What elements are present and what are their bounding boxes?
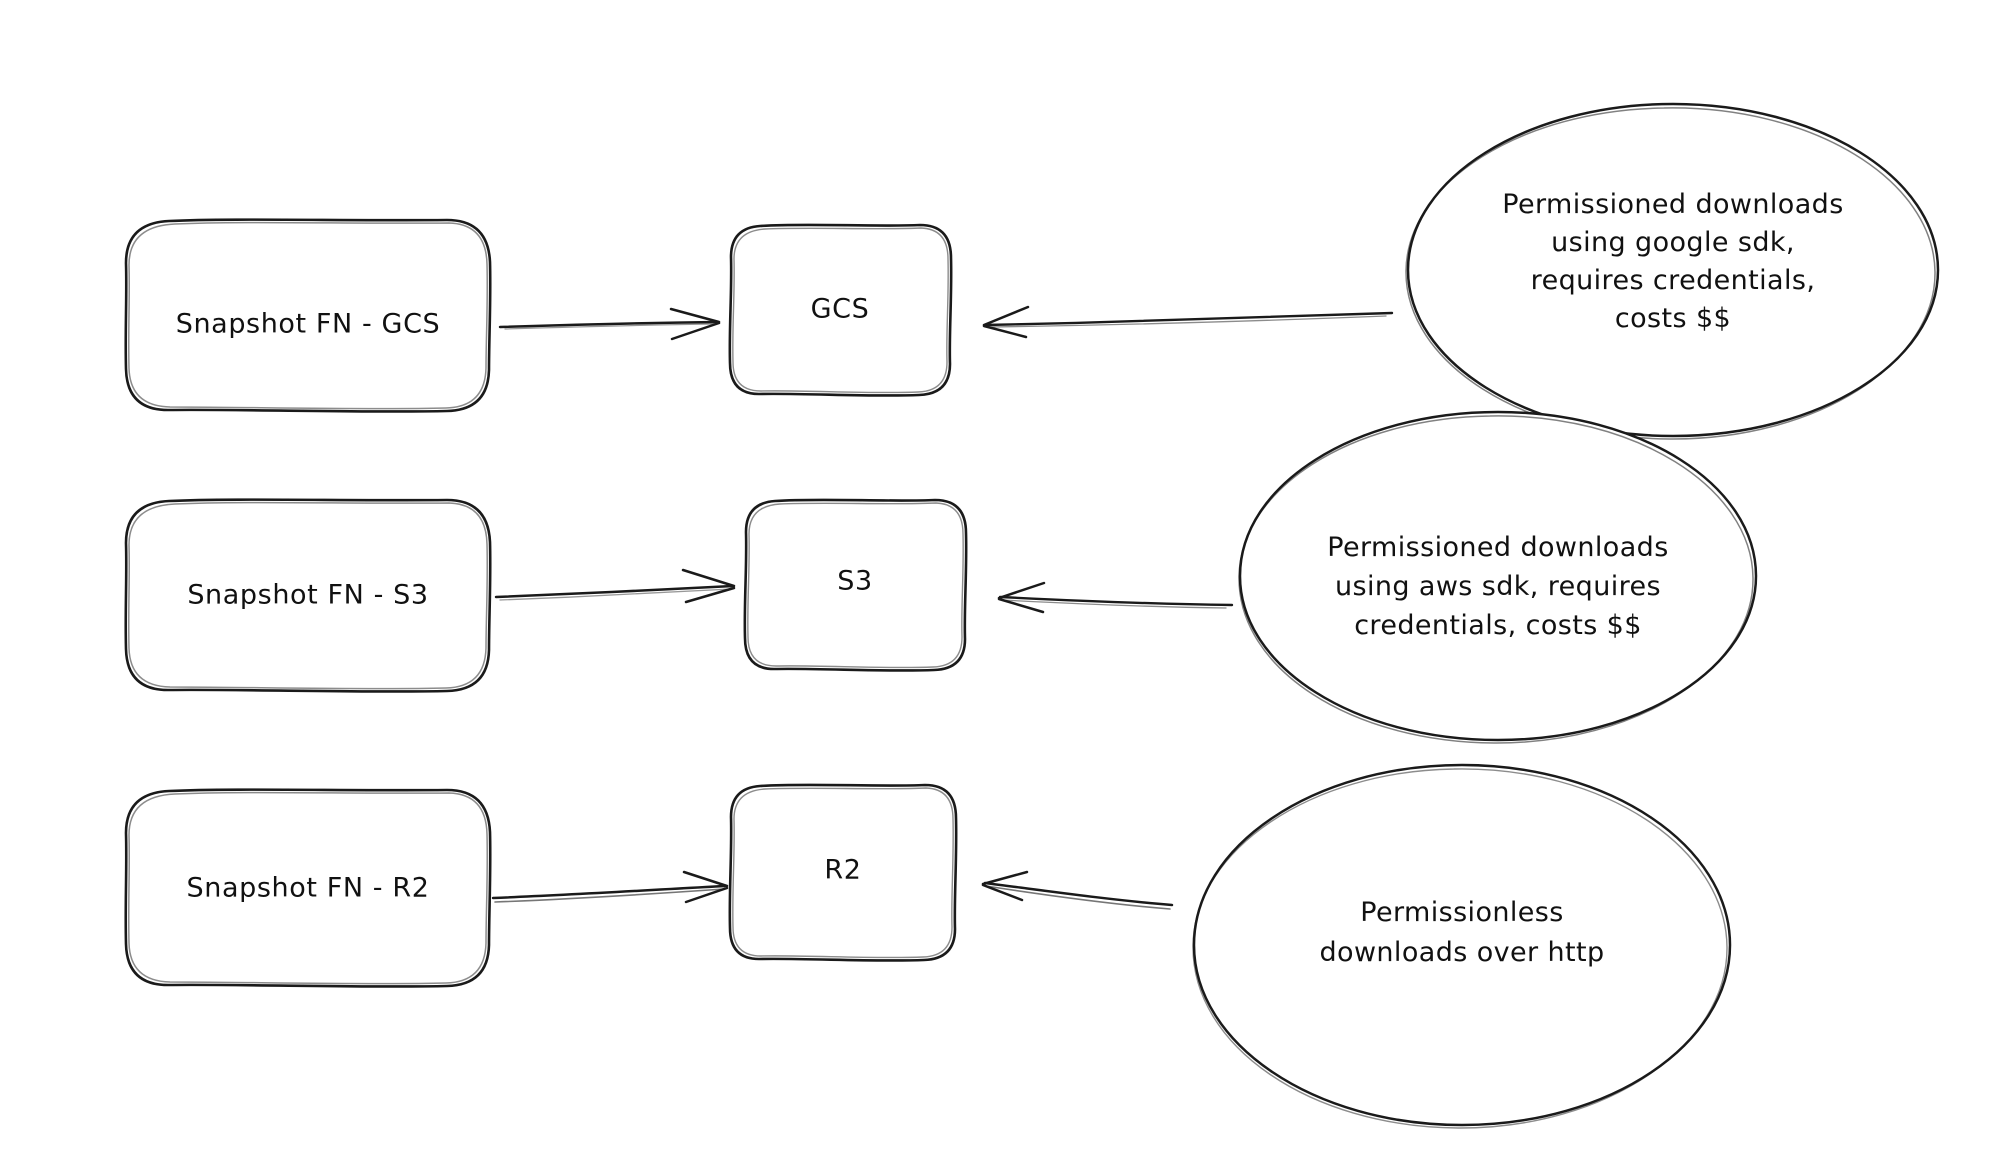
row-s3: Snapshot FN - S3 S3: [124, 410, 1758, 744]
arrow-snapshot-fn-s3-to-s3: [494, 568, 736, 604]
note-s3-line-2: using aws sdk, requires: [1335, 571, 1661, 602]
arrow-snapshot-fn-gcs-to-gcs: [498, 307, 721, 341]
node-label-gcs: GCS: [811, 294, 870, 325]
note-gcs-line-4: costs $$: [1615, 303, 1731, 334]
note-gcs-line-1: Permissioned downloads: [1502, 189, 1843, 220]
arrow-note-r2-to-r2: [981, 870, 1174, 910]
node-label-snapshot-fn-r2: Snapshot FN - R2: [187, 873, 430, 904]
node-label-s3: S3: [837, 566, 873, 597]
note-r2-line-2: downloads over http: [1319, 937, 1604, 968]
node-label-snapshot-fn-s3: Snapshot FN - S3: [187, 580, 428, 611]
note-r2-line-1: Permissionless: [1360, 897, 1563, 928]
note-s3-line-3: credentials, costs $$: [1354, 610, 1642, 641]
arrow-note-gcs-to-gcs: [982, 305, 1394, 339]
note-s3-line-1: Permissioned downloads: [1327, 532, 1668, 563]
node-r2[interactable]: R2: [728, 783, 958, 962]
arrow-note-s3-to-s3: [997, 581, 1234, 614]
node-snapshot-fn-r2[interactable]: Snapshot FN - R2: [124, 788, 492, 988]
row-r2: Snapshot FN - R2 R2: [124, 763, 1732, 1129]
note-gcs[interactable]: Permissioned downloads using google sdk,…: [1405, 102, 1940, 440]
node-label-r2: R2: [824, 855, 861, 886]
node-snapshot-fn-gcs[interactable]: Snapshot FN - GCS: [124, 218, 492, 413]
node-gcs[interactable]: GCS: [728, 223, 953, 397]
node-label-snapshot-fn-gcs: Snapshot FN - GCS: [176, 309, 441, 340]
note-gcs-line-3: requires credentials,: [1531, 265, 1816, 296]
note-r2[interactable]: Permissionless downloads over http: [1192, 763, 1732, 1129]
arrow-snapshot-fn-r2-to-r2: [491, 870, 729, 904]
node-s3[interactable]: S3: [743, 498, 968, 672]
node-snapshot-fn-s3[interactable]: Snapshot FN - S3: [124, 498, 492, 693]
note-gcs-line-2: using google sdk,: [1551, 227, 1795, 258]
note-s3[interactable]: Permissioned downloads using aws sdk, re…: [1238, 410, 1758, 744]
row-gcs: Snapshot FN - GCS GCS: [124, 102, 1940, 440]
